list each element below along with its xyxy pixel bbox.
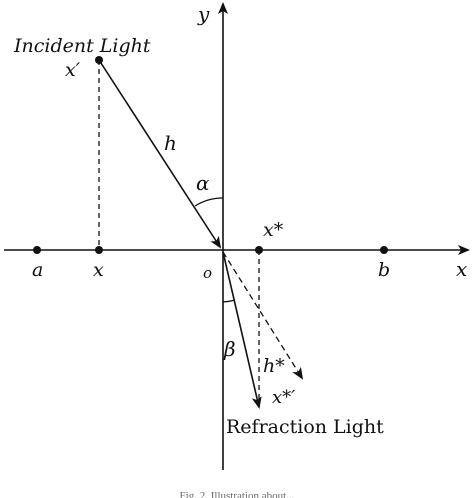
point-x-label: x: [93, 259, 104, 281]
incident-light-label: Incident Light: [13, 35, 151, 57]
alpha-angle-arc: [194, 197, 224, 207]
beta-angle-arc: [222, 299, 236, 303]
origin-label: o: [203, 264, 212, 282]
x-axis-label: x: [456, 257, 467, 281]
refraction-ray: [222, 251, 262, 409]
incident-ray-extension-dashed: [222, 251, 304, 380]
h-star-label: h*: [263, 355, 285, 377]
point-b-dot: [380, 246, 388, 254]
x-star-prime-label: x*′: [272, 387, 295, 408]
point-x-prime-dot: [95, 56, 103, 64]
h-label: h: [164, 131, 177, 155]
figure-caption: Fig. 2. Illustration about...: [180, 490, 295, 498]
point-a-label: a: [32, 259, 43, 281]
beta-label: β: [223, 337, 236, 361]
alpha-label: α: [196, 171, 210, 195]
refraction-light-label: Refraction Light: [226, 416, 384, 438]
point-a-dot: [33, 246, 41, 254]
point-x-dot: [95, 246, 103, 254]
point-x-star-dot: [255, 246, 263, 254]
x-star-label: x*: [263, 219, 284, 241]
incident-ray: [98, 59, 222, 249]
y-axis-label: y: [197, 2, 210, 26]
x-prime-label: x′: [65, 59, 81, 81]
point-b-label: b: [378, 259, 390, 281]
